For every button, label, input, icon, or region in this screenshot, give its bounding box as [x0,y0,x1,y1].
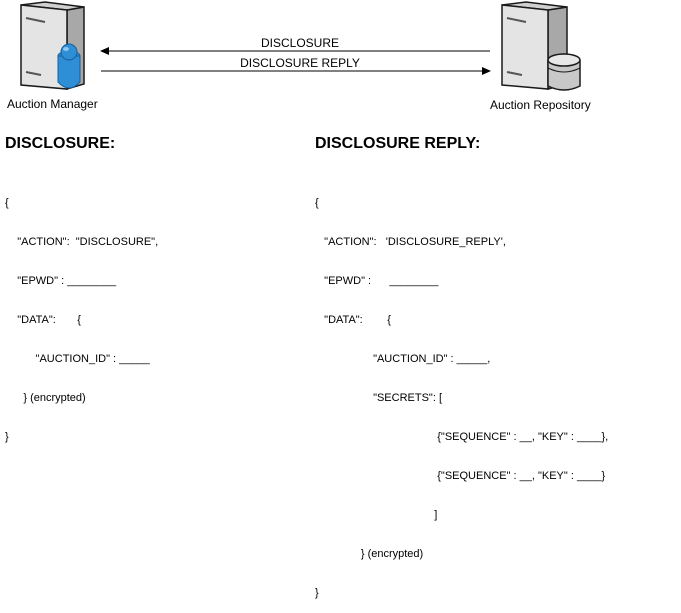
code-line: } (encrypted) [5,392,86,404]
disclosure-arrow-label: DISCLOSURE [260,36,340,50]
disclosure-reply-arrow-label: DISCLOSURE REPLY [240,56,360,70]
code-line: { [315,197,319,209]
code-line: ] [315,509,438,521]
code-line: "AUCTION_ID" : _____ [5,353,150,365]
code-line: "AUCTION_ID" : _____, [315,353,491,365]
disclosure-reply-message: { "ACTION": 'DISCLOSURE_REPLY', "EPWD" :… [315,171,608,613]
disclosure-heading: DISCLOSURE: [5,135,116,152]
auction-manager-label: Auction Manager [7,97,98,111]
code-line: "ACTION": "DISCLOSURE", [5,236,159,248]
auction-repository-label: Auction Repository [490,98,591,112]
code-line: "SECRETS": [ [315,392,442,404]
server-database-icon [501,1,581,91]
disclosure-arrow [100,47,490,55]
code-line: {"SEQUENCE" : __, "KEY" : ____} [315,470,606,482]
disclosure-message: { "ACTION": "DISCLOSURE", "EPWD" : _____… [5,171,158,457]
code-line: { [5,197,9,209]
code-line: "DATA": { [315,314,391,326]
code-line: "DATA": { [5,314,81,326]
code-line: } (encrypted) [315,548,424,560]
code-line: } [5,431,9,443]
code-line: } [315,587,319,599]
server-user-icon [20,1,85,91]
code-line: {"SEQUENCE" : __, "KEY" : ____}, [315,431,609,443]
disclosure-reply-arrow [101,67,491,75]
code-line: "ACTION": 'DISCLOSURE_REPLY', [315,236,506,248]
code-line: "EPWD" : ________ [5,275,117,287]
disclosure-reply-heading: DISCLOSURE REPLY: [315,135,481,152]
code-line: "EPWD" : ________ [315,275,439,287]
